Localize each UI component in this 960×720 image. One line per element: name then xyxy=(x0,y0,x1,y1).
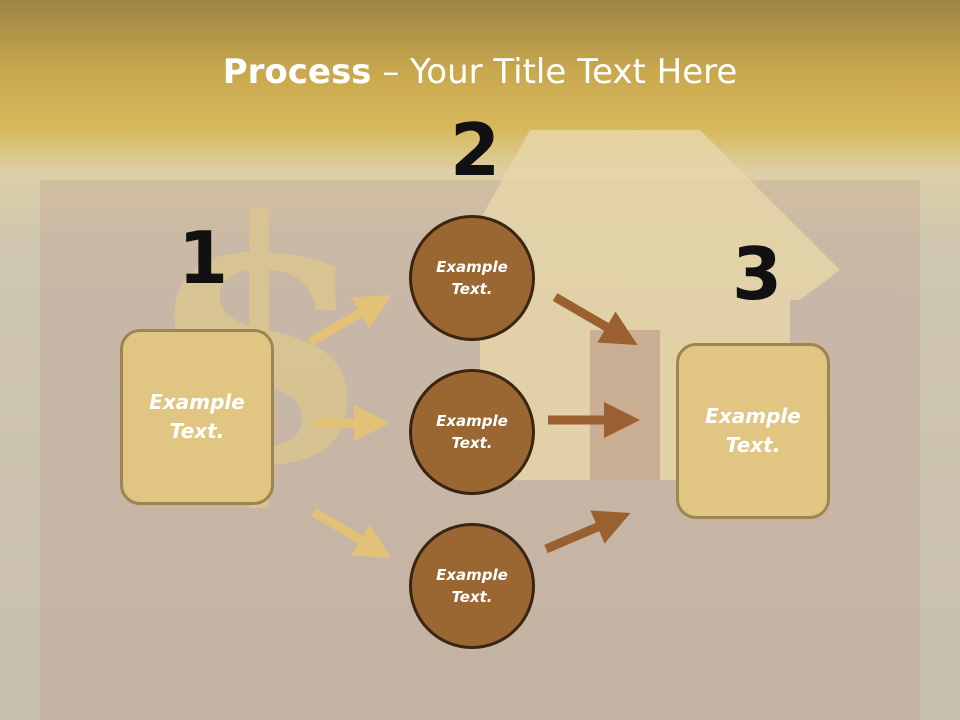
title-rest: – Your Title Text Here xyxy=(371,52,738,92)
step-1-text-line2: Text. xyxy=(169,419,225,443)
slide-title: Process – Your Title Text Here xyxy=(0,52,960,92)
circle-bottom: Example Text. xyxy=(409,523,535,649)
circle-bottom-line1: Example xyxy=(436,565,508,584)
step-1-text-line1: Example xyxy=(149,390,245,414)
circle-middle-line2: Text. xyxy=(451,434,493,452)
step-3-text-line2: Text. xyxy=(725,433,781,457)
circle-bottom-line2: Text. xyxy=(451,588,493,606)
step-3-box: Example Text. xyxy=(676,343,830,519)
arrow-top-to-3 xyxy=(552,293,638,346)
title-bold: Process xyxy=(222,52,372,92)
circle-middle-line1: Example xyxy=(436,411,508,430)
step-number-2: 2 xyxy=(450,108,501,192)
arrow-bottom-to-3 xyxy=(544,510,631,554)
arrow-1-to-bottom xyxy=(311,508,392,559)
step-number-1: 1 xyxy=(178,216,229,300)
circle-top: Example Text. xyxy=(409,215,535,341)
circle-top-line2: Text. xyxy=(451,280,493,298)
circle-top-line1: Example xyxy=(436,257,508,276)
step-number-3: 3 xyxy=(732,232,783,316)
arrow-1-to-top xyxy=(307,295,392,346)
circle-middle: Example Text. xyxy=(409,369,535,495)
step-3-text-line1: Example xyxy=(705,404,801,428)
step-1-box: Example Text. xyxy=(120,329,274,505)
